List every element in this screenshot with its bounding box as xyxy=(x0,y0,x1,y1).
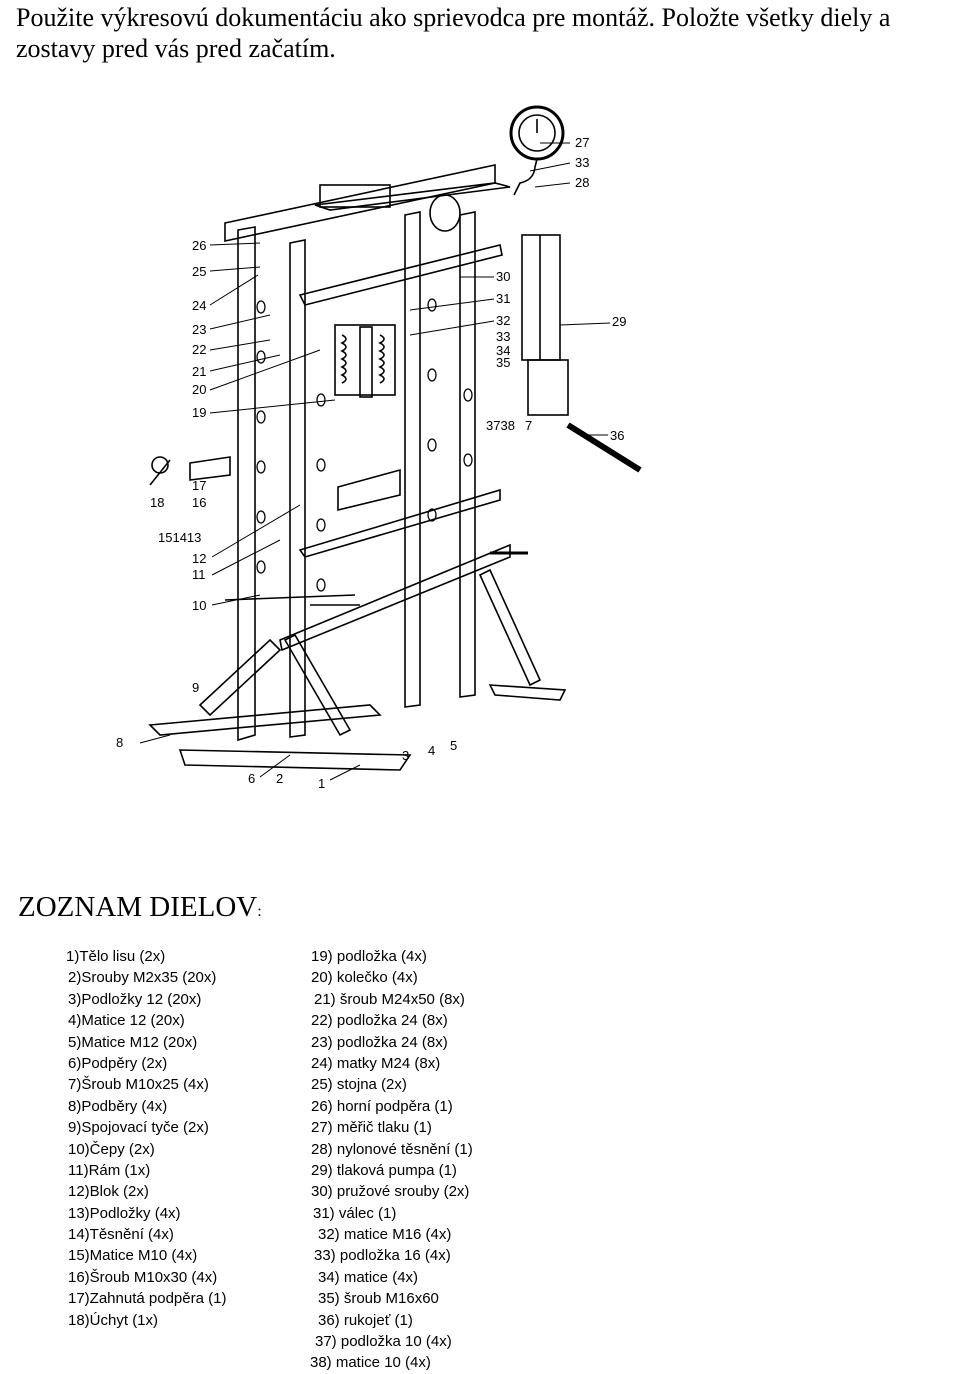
part-item: 13)Podložky (4x) xyxy=(68,1204,181,1222)
callout-3: 3 xyxy=(402,748,409,763)
callout-19: 19 xyxy=(192,405,206,420)
part-item: 24) matky M24 (8x) xyxy=(311,1054,441,1072)
callout-3738: 3738 xyxy=(486,418,515,433)
part-item: 12)Blok (2x) xyxy=(68,1183,149,1201)
part-item: 11)Rám (1x) xyxy=(68,1161,151,1179)
spring-cylinder-icon xyxy=(334,324,396,398)
callout-25: 25 xyxy=(192,264,206,279)
part-item: 1)Tělo lisu (2x) xyxy=(66,948,166,965)
intro-line-1: Použite výkresovú dokumentáciu ako sprie… xyxy=(16,3,891,32)
part-item: 35) šroub M16x60 xyxy=(318,1290,439,1308)
callout-2: 2 xyxy=(276,771,283,786)
callout-33: 33 xyxy=(496,329,510,344)
callout-8: 8 xyxy=(116,735,123,750)
callout-35: 35 xyxy=(496,355,510,370)
callout-28: 28 xyxy=(575,175,589,190)
part-item: 29) tlaková pumpa (1) xyxy=(311,1161,457,1179)
callout-1: 1 xyxy=(318,776,325,791)
part-item: 32) matice M16 (4x) xyxy=(318,1226,452,1244)
part-item: 23) podložka 24 (8x) xyxy=(311,1033,448,1051)
callout-32: 32 xyxy=(496,313,510,328)
callout-12: 12 xyxy=(192,551,206,566)
callout-7: 7 xyxy=(525,418,532,433)
callout-151413: 151413 xyxy=(158,530,201,545)
callout-33-top: 33 xyxy=(575,155,589,170)
callout-16: 16 xyxy=(192,495,206,510)
part-item: 27) měřič tlaku (1) xyxy=(311,1119,432,1137)
callout-24: 24 xyxy=(192,298,206,313)
callout-26: 26 xyxy=(192,238,206,253)
callout-30: 30 xyxy=(496,269,510,284)
part-item: 2)Srouby M2x35 (20x) xyxy=(68,969,217,987)
handle-bracket-icon xyxy=(149,456,231,486)
part-item: 38) matice 10 (4x) xyxy=(310,1354,431,1372)
callout-36: 36 xyxy=(610,428,624,443)
intro-text: Použite výkresovú dokumentáciu ako sprie… xyxy=(16,2,956,64)
part-item: 18)Úchyt (1x) xyxy=(68,1311,159,1329)
callout-20: 20 xyxy=(192,382,206,397)
callout-9: 9 xyxy=(192,680,199,695)
part-item: 28) nylonové těsnění (1) xyxy=(311,1140,473,1158)
parts-list-left-column: 1)Tělo lisu (2x) 2)Srouby M2x35 (20x) 3)Po… xyxy=(0,946,226,1331)
part-item: 5)Matice M12 (20x) xyxy=(68,1033,198,1051)
callout-31: 31 xyxy=(496,291,510,306)
callout-21: 21 xyxy=(192,364,206,379)
part-item: 21) šroub M24x50 (8x) xyxy=(314,990,465,1008)
part-item: 19) podložka (4x) xyxy=(311,948,427,965)
press-assembly-diagram: 26 25 24 23 22 21 20 19 17 16 18 151413 … xyxy=(116,105,642,791)
callout-23: 23 xyxy=(192,322,206,337)
part-item: 6)Podpěry (2x) xyxy=(68,1054,168,1072)
part-item: 14)Těsnění (4x) xyxy=(68,1226,174,1244)
part-item: 22) podložka 24 (8x) xyxy=(311,1012,448,1030)
part-item: 8)Podběry (4x) xyxy=(68,1097,168,1115)
part-item: 16)Šroub M10x30 (4x) xyxy=(68,1268,218,1286)
part-item: 4)Matice 12 (20x) xyxy=(68,1012,185,1030)
callout-34: 34 xyxy=(496,343,510,358)
callout-4: 4 xyxy=(428,743,435,758)
part-item: 25) stojna (2x) xyxy=(311,1076,407,1094)
intro-line-2: zostavy pred vás pred začatím. xyxy=(16,34,336,63)
part-item: 33) podložka 16 (4x) xyxy=(314,1247,451,1265)
callout-5: 5 xyxy=(450,738,457,753)
callout-27: 27 xyxy=(575,135,589,150)
callout-11: 11 xyxy=(192,567,206,582)
part-item: 10)Čepy (2x) xyxy=(68,1140,155,1158)
part-item: 15)Matice M10 (4x) xyxy=(68,1247,198,1265)
pressure-gauge-icon xyxy=(509,105,565,196)
part-item: 34) matice (4x) xyxy=(318,1268,419,1286)
part-item: 17)Zahnutá podpěra (1) xyxy=(68,1290,227,1308)
parts-list-title: ZOZNAM DIELOV: xyxy=(18,891,262,923)
part-item: 9)Spojovací tyče (2x) xyxy=(68,1119,209,1137)
part-item: 26) horní podpěra (1) xyxy=(311,1097,453,1115)
part-item: 3)Podložky 12 (20x) xyxy=(68,990,202,1008)
callout-29: 29 xyxy=(612,314,626,329)
part-item: 30) pružové srouby (2x) xyxy=(311,1183,470,1201)
hydraulic-pump-icon xyxy=(521,234,642,473)
callout-17: 17 xyxy=(192,478,206,493)
parts-list-title-colon: : xyxy=(257,903,262,920)
parts-list-right-column: 19) podložka (4x) 20) kolečko (4x) 21) šro… xyxy=(0,946,473,1374)
part-item: 7)Šroub M10x25 (4x) xyxy=(68,1076,209,1094)
callout-6: 6 xyxy=(248,771,255,786)
part-item: 20) kolečko (4x) xyxy=(311,969,418,987)
callout-18: 18 xyxy=(150,495,164,510)
callout-22: 22 xyxy=(192,342,206,357)
part-item: 31) válec (1) xyxy=(313,1204,397,1222)
part-item: 36) rukojeť (1) xyxy=(318,1311,413,1329)
part-item: 37) podložka 10 (4x) xyxy=(315,1333,452,1351)
callout-10: 10 xyxy=(192,598,206,613)
